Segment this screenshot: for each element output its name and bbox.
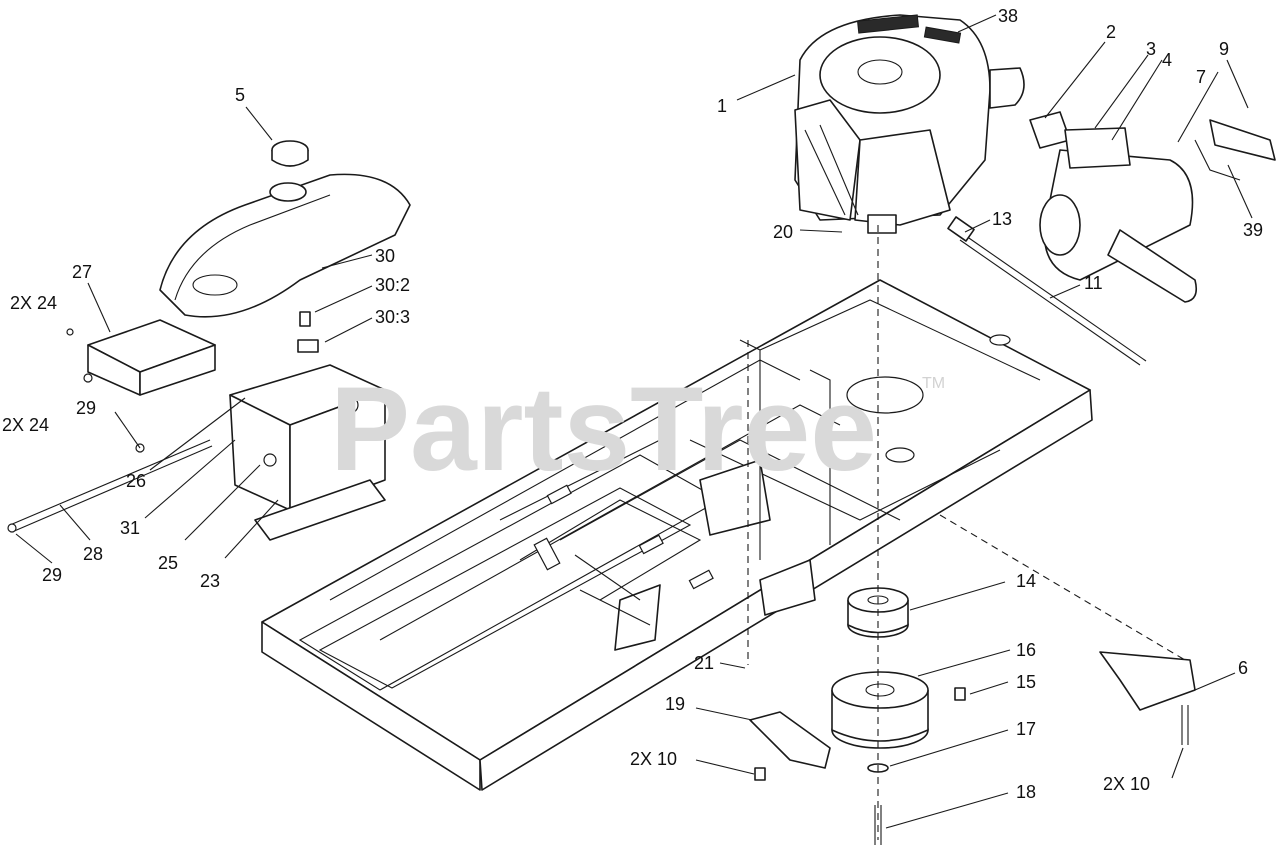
callout-7: 7 xyxy=(1196,67,1206,87)
left-mount-brackets xyxy=(7,319,386,541)
callout-3: 3 xyxy=(1146,39,1156,59)
callout-19: 19 xyxy=(665,694,685,714)
callout-11: 11 xyxy=(1084,273,1103,293)
callout-6: 6 xyxy=(1238,658,1248,678)
small-brackets xyxy=(749,651,1196,781)
callout-15: 15 xyxy=(1016,672,1036,692)
callout-2x10-left: 2X 10 xyxy=(630,749,677,769)
callout-39: 39 xyxy=(1243,220,1263,240)
callout-13: 13 xyxy=(992,209,1012,229)
mower-frame xyxy=(261,279,1093,791)
callout-4: 4 xyxy=(1162,50,1172,70)
fuel-tank xyxy=(159,140,411,353)
callout-25: 25 xyxy=(158,553,178,573)
callout-2x10-right: 2X 10 xyxy=(1103,774,1150,794)
callout-14: 14 xyxy=(1016,571,1036,591)
callout-27: 27 xyxy=(72,262,92,282)
callout-21: 21 xyxy=(694,653,714,673)
callout-38: 38 xyxy=(998,6,1018,26)
rod-and-fitting xyxy=(947,216,1147,366)
callout-1: 1 xyxy=(717,96,727,116)
callout-5: 5 xyxy=(235,85,245,105)
callout-2: 2 xyxy=(1106,22,1116,42)
callout-30-3: 30:3 xyxy=(375,307,410,327)
callout-29-bottom: 29 xyxy=(42,565,62,585)
callout-28: 28 xyxy=(83,544,103,564)
callout-29-top: 29 xyxy=(76,398,96,418)
callout-23: 23 xyxy=(200,571,220,591)
callout-labels: 38 1 2 3 4 9 7 39 5 30 30:2 30:3 27 2X 2… xyxy=(2,6,1263,802)
callout-20: 20 xyxy=(773,222,793,242)
watermark-brand: PartsTree xyxy=(330,362,877,496)
callout-9: 9 xyxy=(1219,39,1229,59)
pulley-clutch-stack xyxy=(831,587,966,845)
watermark-trademark: TM xyxy=(922,375,945,392)
callout-30-2: 30:2 xyxy=(375,275,410,295)
callout-31: 31 xyxy=(120,518,140,538)
callout-2x24-top: 2X 24 xyxy=(10,293,57,313)
muffler-assembly xyxy=(1029,111,1276,303)
leader-lines xyxy=(15,14,1253,829)
callout-26: 26 xyxy=(126,471,146,491)
callout-2x24-bottom: 2X 24 xyxy=(2,415,49,435)
callout-16: 16 xyxy=(1016,640,1036,660)
callout-30: 30 xyxy=(375,246,395,266)
engine-assembly xyxy=(794,14,1025,234)
callout-17: 17 xyxy=(1016,719,1036,739)
callout-18: 18 xyxy=(1016,782,1036,802)
